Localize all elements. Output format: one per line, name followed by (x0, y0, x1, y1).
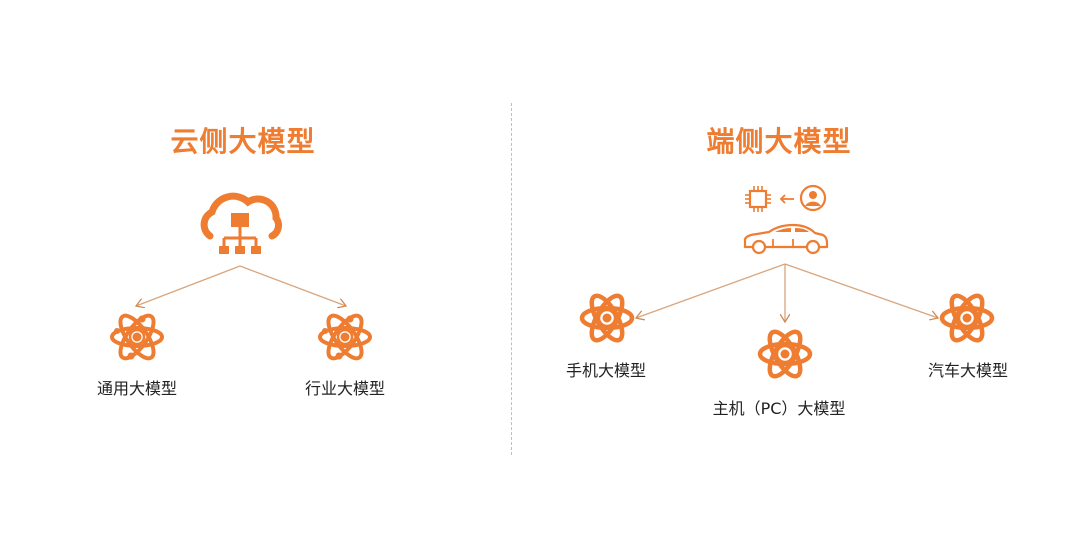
arrow-left-icon (779, 194, 794, 204)
cloud-network-icon (200, 192, 282, 254)
atom-icon (942, 291, 992, 344)
atom-icon (110, 308, 164, 366)
phone-model-label: 手机大模型 (565, 361, 647, 380)
arrow-to-phone-model (636, 263, 786, 318)
cloud-side-title: 云侧大模型 (170, 125, 316, 158)
arrow-to-car-model (784, 263, 938, 318)
chip-icon (745, 186, 771, 212)
panel-divider (511, 103, 512, 455)
industry-model-label: 行业大模型 (304, 379, 386, 398)
atom-icon (318, 308, 372, 366)
arrow-to-general-model (136, 265, 241, 306)
atom-icon (760, 327, 810, 380)
car-icon (743, 223, 829, 255)
arrow-to-industry-model (239, 265, 346, 306)
general-model-label: 通用大模型 (96, 379, 178, 398)
atom-icon (582, 291, 632, 344)
user-avatar-icon (799, 184, 827, 212)
device-side-title: 端侧大模型 (706, 125, 852, 158)
car-model-label: 汽车大模型 (927, 361, 1009, 380)
pc-model-label: 主机（PC）大模型 (712, 399, 846, 418)
